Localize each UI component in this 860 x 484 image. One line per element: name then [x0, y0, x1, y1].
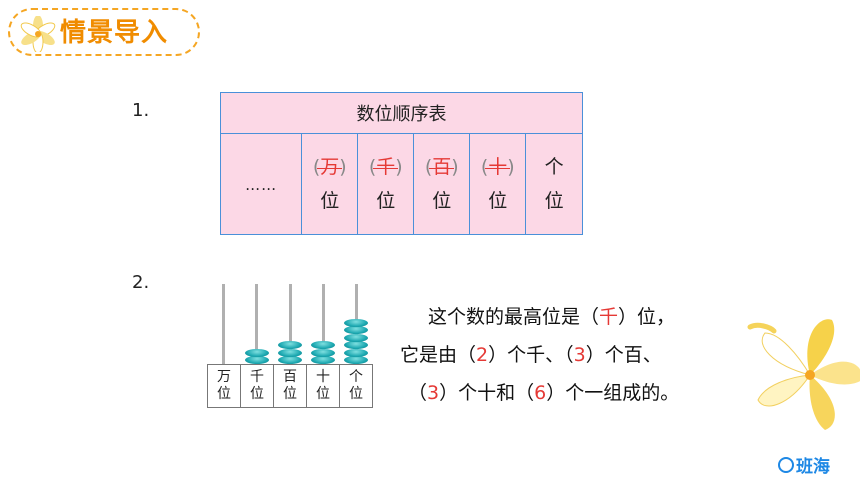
- abacus: 万位千位百位十位个位: [205, 280, 375, 408]
- answer-ones: 6: [534, 382, 547, 404]
- abacus-bead: [311, 356, 336, 364]
- abacus-label-bottom: 位: [217, 386, 231, 402]
- table-cell: (百) 位: [413, 133, 471, 235]
- table-cell: 个位: [525, 133, 583, 235]
- abacus-bead: [344, 356, 369, 364]
- brand-logo: 班海: [778, 452, 830, 477]
- abacus-label-bottom: 位: [349, 386, 363, 402]
- place-suffix: 位: [320, 190, 340, 212]
- table-cell: (十) 位: [469, 133, 527, 235]
- place-value-table: 数位顺序表 ……(万)位(千)位(百)位(十)位个位: [219, 92, 583, 235]
- place-answer: 万: [317, 153, 343, 181]
- abacus-bead: [278, 341, 302, 349]
- abacus-label: 万位: [208, 365, 241, 407]
- abacus-label-bottom: 位: [250, 386, 264, 402]
- answer-hundreds: 3: [573, 344, 586, 366]
- paren-close: ): [395, 156, 403, 178]
- abacus-label-bottom: 位: [316, 386, 330, 402]
- abacus-bead: [244, 348, 269, 357]
- place-label: 个: [544, 156, 564, 178]
- table-row: ……(万)位(千)位(百)位(十)位个位: [219, 133, 583, 235]
- flower-icon: [20, 16, 56, 52]
- abacus-label-top: 个: [349, 369, 363, 385]
- page-title: 情景导入: [60, 18, 169, 48]
- place-suffix: 位: [376, 190, 396, 212]
- abacus-bead: [344, 341, 369, 349]
- abacus-bead: [311, 348, 336, 357]
- abacus-label: 个位: [340, 365, 372, 407]
- paren-open: (: [312, 156, 321, 178]
- table-cell: (万) 位: [301, 133, 359, 235]
- abacus-label-top: 万: [217, 369, 231, 385]
- paren-close: ): [339, 156, 347, 178]
- sentence-line-3: （3）个十和（6）个一组成的。: [408, 378, 679, 405]
- abacus-label-top: 十: [316, 369, 330, 385]
- answer-highest-place: 千: [599, 306, 619, 328]
- text: ）个一组成的。: [546, 382, 680, 404]
- abacus-bead: [278, 356, 302, 364]
- text: （: [408, 382, 428, 404]
- paren-close: ): [451, 156, 459, 178]
- paren-open: (: [480, 156, 489, 178]
- abacus-rod: [255, 284, 259, 364]
- place-answer: 十: [485, 153, 511, 181]
- table-cell: (千) 位: [357, 133, 415, 235]
- abacus-bead: [344, 348, 369, 357]
- logo-ring-icon: [778, 457, 794, 473]
- table-title: 数位顺序表: [220, 92, 583, 134]
- abacus-rod: [288, 284, 292, 364]
- sentence-line-2: 它是由（2）个千、（3）个百、: [400, 340, 662, 367]
- abacus-bead: [311, 341, 336, 349]
- header-badge: 情景导入: [8, 8, 200, 56]
- place-suffix: 位: [432, 190, 452, 212]
- place-suffix: 位: [488, 190, 508, 212]
- paren-close: ): [507, 156, 515, 178]
- text: 这个数的最高位是（: [428, 306, 600, 328]
- text: ）个百、: [585, 344, 662, 366]
- abacus-bead: [278, 348, 302, 357]
- abacus-bead: [344, 326, 369, 334]
- answer-thousands: 2: [476, 344, 489, 366]
- place-answer: 千: [373, 153, 399, 181]
- abacus-label-bottom: 位: [283, 386, 297, 402]
- abacus-label: 百位: [274, 365, 307, 407]
- answer-tens: 3: [427, 382, 440, 404]
- paren-open: (: [424, 156, 433, 178]
- abacus-rod: [321, 284, 325, 364]
- abacus-label: 十位: [307, 365, 340, 407]
- abacus-bead: [244, 356, 269, 364]
- sentence-line-1: 这个数的最高位是（千）位，: [428, 302, 675, 329]
- place-answer: 百: [429, 153, 455, 181]
- text: ）位，: [618, 306, 676, 328]
- text: ）个千、（: [488, 344, 574, 366]
- text: ）个十和（: [439, 382, 535, 404]
- ellipsis-text: ……: [245, 176, 278, 194]
- logo-text: 班海: [796, 457, 830, 477]
- table-cell: ……: [219, 133, 303, 235]
- abacus-base: 万位千位百位十位个位: [207, 364, 373, 408]
- abacus-rod: [222, 284, 226, 364]
- section-1-number: 1.: [132, 100, 150, 121]
- abacus-label-top: 千: [250, 369, 264, 385]
- text: 它是由（: [400, 344, 477, 366]
- place-suffix: 位: [544, 190, 564, 212]
- abacus-label: 千位: [241, 365, 274, 407]
- section-2-number: 2.: [132, 272, 150, 293]
- decorative-flower-icon: [747, 319, 860, 430]
- abacus-label-top: 百: [283, 369, 297, 385]
- abacus-bead: [344, 318, 369, 327]
- abacus-bead: [344, 333, 369, 342]
- paren-open: (: [368, 156, 377, 178]
